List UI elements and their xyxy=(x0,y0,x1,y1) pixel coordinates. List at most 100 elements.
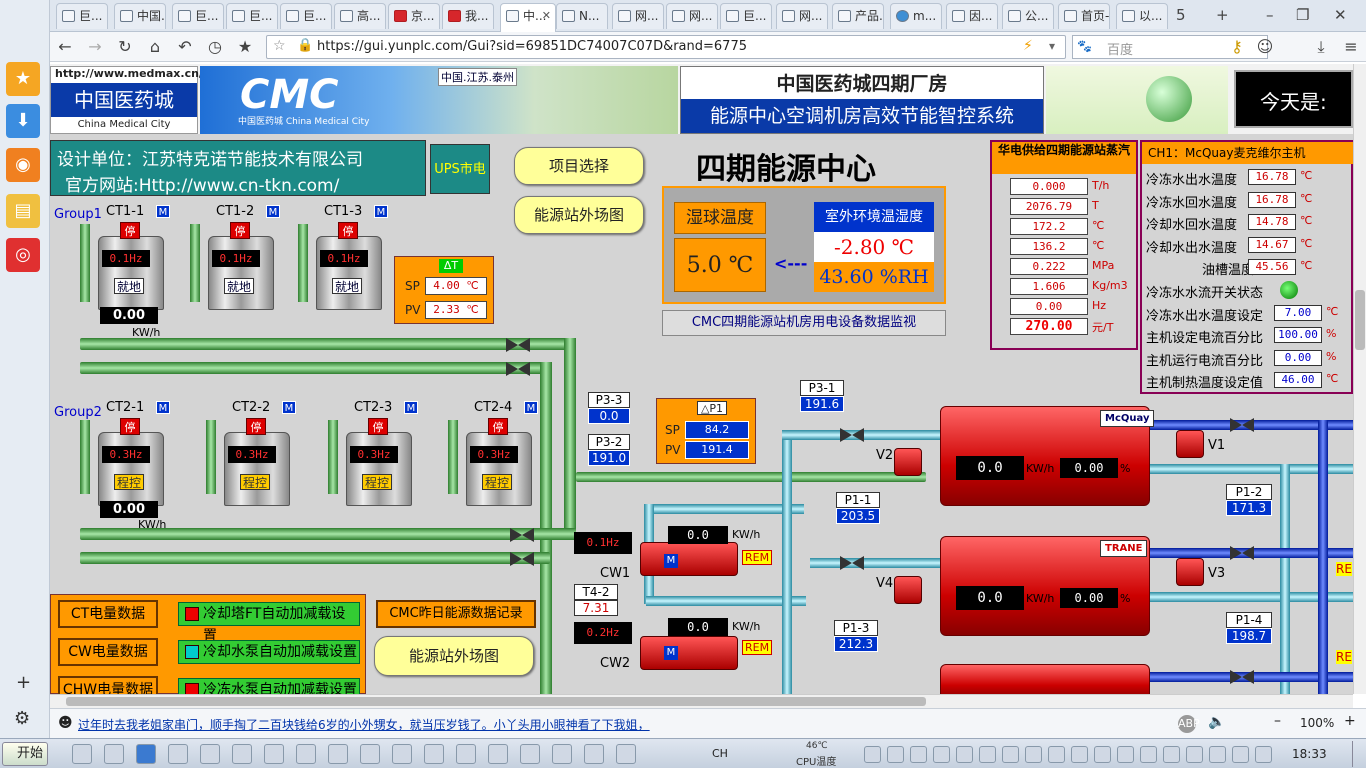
ct-mode[interactable]: 就地 xyxy=(332,278,362,294)
site-url[interactable]: http://www.medmax.cn/ xyxy=(55,67,203,80)
stop-indicator[interactable]: 停 xyxy=(120,418,140,435)
ct-mode[interactable]: 程控 xyxy=(482,474,512,490)
ct-mode[interactable]: 程控 xyxy=(114,474,144,490)
cooling-tower[interactable]: 停0.3Hz程控 xyxy=(216,418,292,514)
cooling-tower[interactable]: 停0.1Hz就地 xyxy=(200,222,276,318)
zoom-out-icon[interactable]: – xyxy=(1274,713,1281,729)
abp-icon[interactable]: ABP xyxy=(1178,715,1196,733)
website[interactable]: 官方网站:Http://www.cn-tkn.com/ xyxy=(65,171,339,196)
valve-icon[interactable] xyxy=(1230,670,1254,684)
stop-indicator[interactable]: 停 xyxy=(368,418,388,435)
avatar-icon[interactable] xyxy=(392,744,412,764)
folder-icon[interactable] xyxy=(616,744,636,764)
browser-tab[interactable]: 中...✕ xyxy=(500,3,556,32)
browser-tab[interactable]: 中国... xyxy=(114,3,166,29)
zoom-level[interactable]: 100% xyxy=(1300,716,1334,730)
browser-tab[interactable]: 网... xyxy=(776,3,828,29)
qq-icon[interactable] xyxy=(979,746,996,763)
monitor-button[interactable]: CMC四期能源站机房用电设备数据监视 xyxy=(662,310,946,336)
stop-indicator[interactable]: 停 xyxy=(230,222,250,239)
folder-icon[interactable] xyxy=(584,744,604,764)
browser-tab[interactable]: 巨... xyxy=(280,3,332,29)
browser-tab[interactable]: 网... xyxy=(612,3,664,29)
show-desktop-icon[interactable] xyxy=(1352,741,1364,767)
chw-power-button[interactable]: CHW电量数据 xyxy=(58,676,158,694)
browser-tab[interactable]: 我... xyxy=(442,3,494,29)
cw1-pump[interactable] xyxy=(640,542,738,576)
bookmark-star-icon[interactable]: ★ xyxy=(234,36,256,58)
ct-power-button[interactable]: CT电量数据 xyxy=(58,600,158,628)
tray-app-icon[interactable] xyxy=(1117,746,1134,763)
horizontal-scrollbar[interactable] xyxy=(50,694,1353,708)
browser-tab[interactable]: 网... xyxy=(666,3,718,29)
vertical-scrollbar[interactable] xyxy=(1353,64,1366,694)
valve-v2-pump[interactable] xyxy=(894,448,922,476)
cooling-tower[interactable]: 停0.1Hz就地 xyxy=(90,222,166,318)
cooling-tower[interactable]: 停0.3Hz程控 xyxy=(338,418,414,514)
star-icon[interactable]: ☆ xyxy=(273,38,286,54)
back-icon[interactable]: ← xyxy=(54,36,76,58)
valve-icon[interactable] xyxy=(510,552,534,566)
cooling-tower[interactable]: 停0.1Hz就地 xyxy=(308,222,384,318)
forward-icon[interactable]: → xyxy=(84,36,106,58)
browser-tab[interactable]: 巨... xyxy=(56,3,108,29)
browser-tab[interactable]: N... xyxy=(556,3,608,29)
history-icon[interactable]: ◷ xyxy=(204,36,226,58)
note-icon[interactable] xyxy=(520,744,540,764)
qq-icon[interactable] xyxy=(910,746,927,763)
browser-tab[interactable]: 以... xyxy=(1116,3,1168,29)
egg-icon[interactable] xyxy=(232,744,252,764)
stop-indicator[interactable]: 停 xyxy=(120,222,140,239)
active-window-icon[interactable] xyxy=(136,744,156,764)
close-window-icon[interactable]: ✕ xyxy=(1334,6,1347,24)
search-input[interactable]: 百度 xyxy=(1107,39,1133,58)
browser-tab[interactable]: 因... xyxy=(946,3,998,29)
valve-icon[interactable] xyxy=(1230,418,1254,432)
stop-indicator[interactable]: 停 xyxy=(338,222,358,239)
tab-count-badge[interactable]: 5 xyxy=(1176,6,1186,24)
tray-app-icon[interactable] xyxy=(1255,746,1272,763)
undo-icon[interactable]: ↶ xyxy=(174,36,196,58)
ch1-row-value[interactable]: 7.00 xyxy=(1274,305,1322,321)
ct-mode[interactable]: 就地 xyxy=(224,278,254,294)
address-bar[interactable]: ☆ 🔒 https://gui.yunplc.com/Gui?sid=69851… xyxy=(266,35,1066,59)
notes-icon[interactable]: ▤ xyxy=(6,194,40,228)
delta-p-sp[interactable]: 84.2 xyxy=(685,421,749,439)
outside-view-button-2[interactable]: 能源站外场图 xyxy=(374,636,534,676)
ct-mode[interactable]: 就地 xyxy=(114,278,144,294)
valve-icon[interactable] xyxy=(840,428,864,442)
menu-icon[interactable]: ≡ xyxy=(1340,36,1362,58)
valve-v1-pump[interactable] xyxy=(1176,430,1204,458)
download-tray-icon[interactable]: ⤓ xyxy=(1310,36,1332,58)
fish-icon[interactable] xyxy=(424,744,444,764)
chw-auto-button[interactable]: 冷冻水泵自动加减载设置 xyxy=(178,678,360,694)
reload-icon[interactable]: ↻ xyxy=(114,36,136,58)
ch1-row-value[interactable]: 46.00 xyxy=(1274,372,1322,388)
key-icon[interactable]: ⚷ xyxy=(1226,36,1248,58)
qq-icon[interactable] xyxy=(956,746,973,763)
url-text[interactable]: https://gui.yunplc.com/Gui?sid=69851DC74… xyxy=(317,39,747,54)
wechat-icon[interactable] xyxy=(552,744,572,764)
stop-indicator[interactable]: 停 xyxy=(488,418,508,435)
paw-icon[interactable]: 🐾 xyxy=(1077,39,1092,53)
favorites-star-icon[interactable]: ★ xyxy=(6,62,40,96)
weibo-icon[interactable]: ◎ xyxy=(6,238,40,272)
medmax-logo[interactable]: http://www.medmax.cn/ 中国医药城 China Medica… xyxy=(50,66,198,134)
browser-tab[interactable]: m... xyxy=(890,3,942,29)
tray-app-icon[interactable] xyxy=(1209,746,1226,763)
browser-tab[interactable]: 巨... xyxy=(720,3,772,29)
egg-icon[interactable] xyxy=(264,744,284,764)
globe-icon[interactable] xyxy=(360,744,380,764)
dropdown-icon[interactable]: ▾ xyxy=(1049,39,1055,53)
stop-indicator[interactable]: 停 xyxy=(246,418,266,435)
scroll-thumb-h[interactable] xyxy=(66,697,926,706)
add-sidebar-icon[interactable]: + xyxy=(16,672,31,693)
game-icon[interactable] xyxy=(328,744,348,764)
clock[interactable]: 18:33 xyxy=(1292,747,1327,761)
browser-tab[interactable]: 巨... xyxy=(172,3,224,29)
cooling-tower[interactable]: 停0.3Hz程控 xyxy=(458,418,534,514)
cw2-pump[interactable] xyxy=(640,636,738,670)
cooling-tower[interactable]: 停0.3Hz程控 xyxy=(90,418,166,514)
qq-icon[interactable] xyxy=(887,746,904,763)
calculator-icon[interactable] xyxy=(168,744,188,764)
